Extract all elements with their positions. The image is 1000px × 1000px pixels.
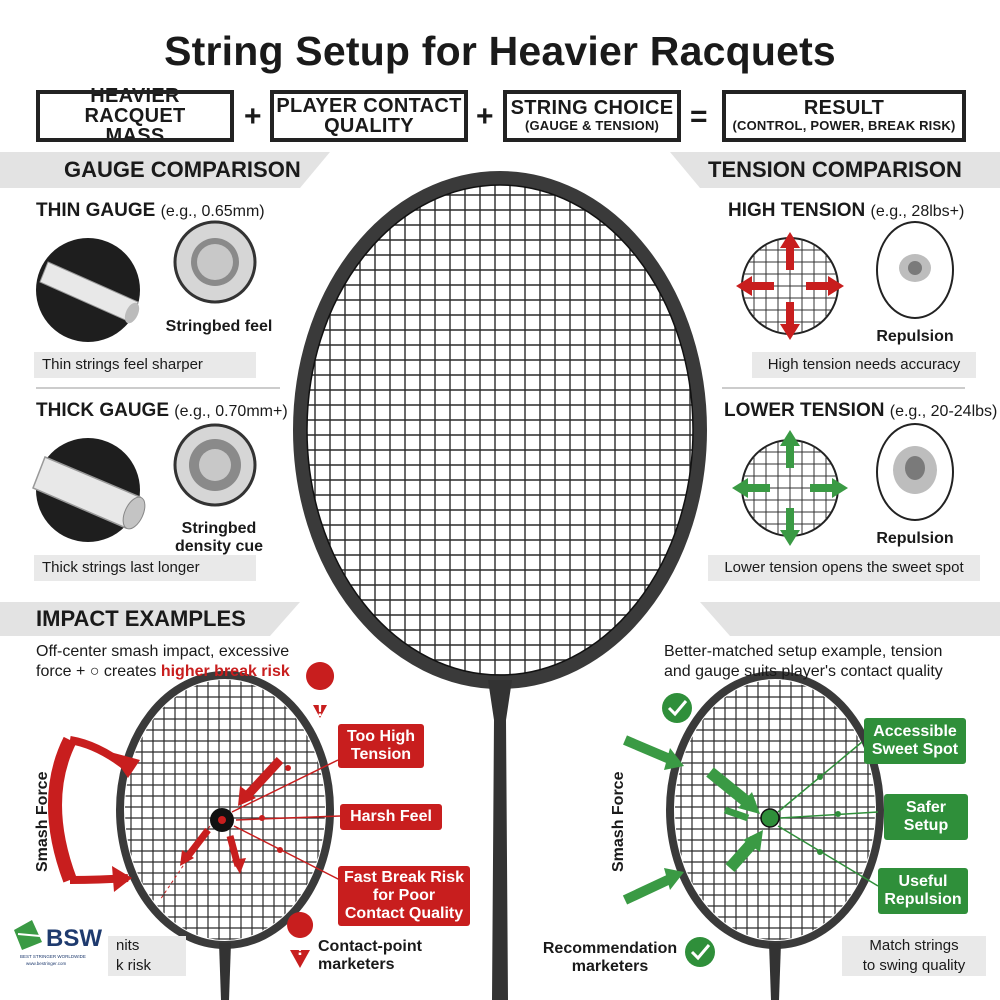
tension-header: TENSION COMPARISON [708, 157, 962, 182]
thin-gauge-title: THIN GAUGE (e.g., 0.65mm) [36, 200, 265, 222]
term4-line2: (CONTROL, POWER, BREAK RISK) [732, 118, 956, 133]
tension-band-shape [670, 152, 1000, 188]
tag-sweet-line1: Accessible [873, 723, 957, 740]
svg-text:!: ! [317, 700, 323, 720]
plus-sign-1: + [244, 100, 262, 133]
thick-gauge-title: THICK GAUGE (e.g., 0.70mm+) [36, 400, 288, 422]
tag-useful-line1: Useful [898, 873, 948, 890]
gauge-header: GAUGE COMPARISON [64, 157, 301, 182]
high-tension-caption: High tension needs accuracy [752, 352, 976, 378]
high-repulsion-label: Repulsion [876, 328, 954, 345]
svg-text:BEST STRINGER WORLDWIDE: BEST STRINGER WORLDWIDE [20, 954, 86, 959]
left-smash-force-label: Smash Force [34, 771, 51, 872]
right-impact-racquet [622, 671, 884, 1000]
low-tension-caption: Lower tension opens the sweet spot [708, 555, 980, 581]
svg-text:!: ! [297, 939, 303, 959]
term1-line2: MASS [105, 125, 165, 147]
term1-line1: HEAVIER RACQUET [84, 85, 186, 127]
thick-string-closeup [32, 423, 257, 542]
right-match-line1: Match strings [869, 937, 959, 954]
right-bottom-line2: marketers [571, 958, 649, 975]
right-match-caption: Match strings to swing quality [842, 936, 986, 976]
high-tension-name: HIGH TENSION [728, 200, 866, 221]
low-repulsion-label: Repulsion [876, 530, 954, 547]
right-desc-line2: and gauge suits player's contact quality [664, 663, 943, 680]
thick-gauge-name: THICK GAUGE [36, 400, 169, 421]
low-tension-title: LOWER TENSION (e.g., 20-24lbs) [724, 400, 997, 422]
thin-stringbed-label: Stringbed feel [165, 318, 273, 335]
right-impact-description: Better-matched setup example, tension an… [664, 642, 984, 682]
right-bottom-line1: Recommendation [542, 940, 678, 957]
impact-band-shape [0, 602, 300, 636]
tag-tension-line1: Too High [346, 728, 416, 745]
high-tension-diagram [736, 221, 954, 340]
right-desc-line1: Better-matched setup example, tension [664, 643, 943, 660]
tag-tension-line2: Tension [350, 746, 412, 763]
svg-text:www.bestringer.com: www.bestringer.com [26, 961, 67, 966]
term3-line2: (GAUGE & TENSION) [524, 118, 660, 133]
impact-header: IMPACT EXAMPLES [36, 606, 246, 631]
right-smash-force-label: Smash Force [610, 771, 627, 872]
thin-gauge-example: (e.g., 0.65mm) [160, 203, 265, 220]
page-title: String Setup for Heavier Racquets [164, 28, 836, 74]
thick-gauge-example: (e.g., 0.70mm+) [174, 403, 288, 420]
gauge-band-shape [0, 152, 330, 188]
left-desc-highlight: higher break risk [160, 663, 290, 680]
tag-safer-line1: Safer [905, 799, 946, 816]
right-match-line2: to swing quality [862, 957, 966, 974]
thick-label-line2: density cue [174, 538, 264, 555]
plus-sign-2: + [476, 100, 494, 133]
left-desc-line1: Off-center smash impact, excessive [36, 643, 290, 660]
thin-string-closeup [36, 220, 257, 342]
high-tension-title: HIGH TENSION (e.g., 28lbs+) [728, 200, 964, 222]
svg-text:BSW: BSW [46, 925, 102, 952]
impact-band-right-shape [700, 602, 1000, 636]
left-cut-caption: nits k risk [108, 936, 186, 976]
tag-sweet-line2: Sweet Spot [871, 741, 959, 758]
left-cut-line2: k risk [116, 957, 151, 974]
term2-line2: QUALITY [324, 115, 414, 137]
tag-safer-line2: Setup [903, 817, 949, 834]
bsw-logo: BSW BEST STRINGER WORLDWIDE www.bestring… [14, 920, 102, 966]
equation-term-contact-quality: PLAYER CONTACT QUALITY [270, 90, 468, 142]
thin-gauge-name: THIN GAUGE [36, 200, 156, 221]
left-cut-line1: nits [116, 937, 140, 954]
left-desc-line2-a: force + ○ creates [36, 663, 161, 680]
equation-term-result: RESULT (CONTROL, POWER, BREAK RISK) [722, 90, 966, 142]
left-bottom-line2: marketers [318, 956, 395, 973]
thick-label-line1: Stringbed [181, 520, 257, 537]
thin-gauge-caption: Thin strings feel sharper [34, 352, 256, 378]
thick-stringbed-label: Stringbed density cue [160, 520, 278, 556]
tag-break-line3: Contact Quality [344, 905, 464, 922]
term4-line1: RESULT [803, 97, 885, 119]
left-bottom-line1: Contact-point [318, 938, 422, 955]
thick-gauge-caption: Thick strings last longer [34, 555, 256, 581]
equals-sign: = [690, 100, 708, 133]
low-tension-example: (e.g., 20-24lbs) [889, 403, 998, 420]
tag-break-line1: Fast Break Risk [343, 869, 465, 886]
harsh-feel-tag: Harsh Feel [340, 804, 442, 830]
left-desc-line2: force + ○ creates higher break risk [36, 662, 336, 682]
left-impact-description: Off-center smash impact, excessive force… [36, 642, 336, 682]
left-bottom-label: Contact-point marketers [318, 938, 422, 974]
high-tension-example: (e.g., 28lbs+) [870, 203, 965, 220]
term2-line1: PLAYER CONTACT [276, 95, 462, 117]
equation-term-racquet-mass: HEAVIER RACQUET MASS [36, 86, 234, 146]
tag-break-line2: for Poor [372, 887, 436, 904]
equation-term-string-choice: STRING CHOICE (GAUGE & TENSION) [503, 90, 681, 142]
term3-line1: STRING CHOICE [510, 97, 674, 119]
tag-useful-line2: Repulsion [884, 891, 962, 908]
low-tension-name: LOWER TENSION [724, 400, 885, 421]
low-tension-diagram [732, 423, 954, 546]
fast-break-risk-tag: Fast Break Risk for Poor Contact Quality [338, 866, 470, 926]
right-bottom-label: Recommendation marketers [540, 940, 680, 976]
